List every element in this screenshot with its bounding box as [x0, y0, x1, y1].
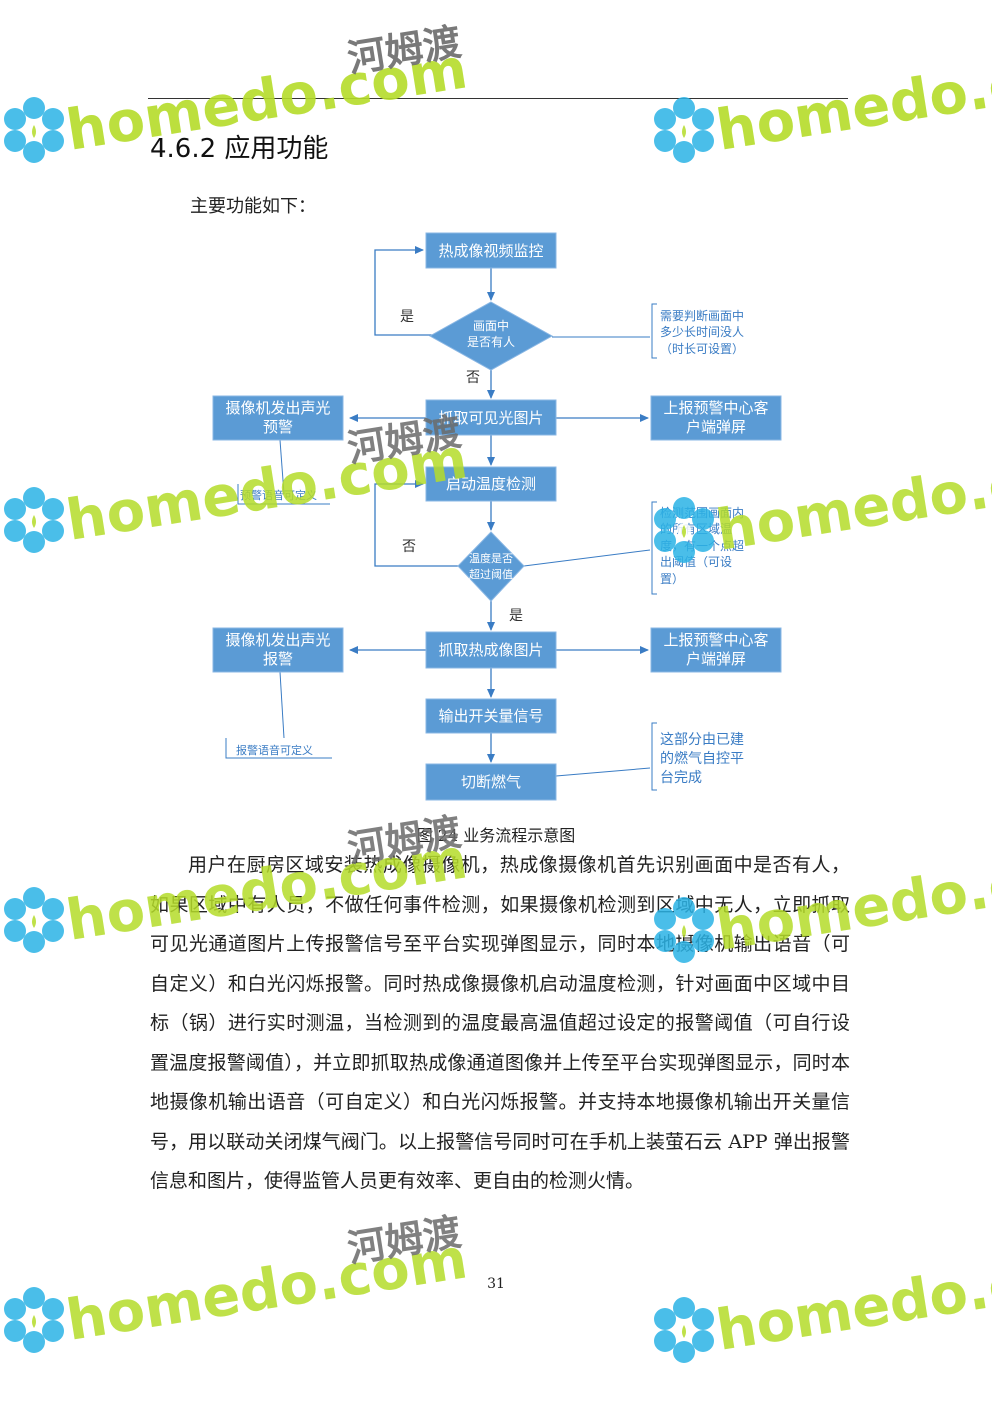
section-heading: 4.6.2 应用功能 — [150, 134, 329, 164]
node-report-center-1-line2: 户端弹屏 — [686, 418, 746, 436]
node-camera-warning-line1: 摄像机发出声光 — [225, 399, 330, 417]
body-paragraph-text: 用户在厨房区域安装热成像摄像机，热成像摄像机首先识别画面中是否有人，如果区域中有… — [150, 854, 850, 1192]
node-switch-signal: 输出开关量信号 — [438, 707, 543, 725]
note-region-line1: 检测范围画面内 — [660, 505, 744, 520]
edge-no-loop — [374, 480, 461, 567]
node-cut-gas: 切断燃气 — [461, 773, 521, 791]
node-decision-temp-line1: 温度是否 — [469, 551, 513, 565]
header-rule — [148, 98, 848, 99]
node-decision-person-line2: 是否有人 — [467, 335, 515, 349]
node-capture-visible: 抓取可见光图片 — [438, 409, 543, 427]
node-thermal-monitor: 热成像视频监控 — [438, 242, 543, 260]
note-gas-line3: 台完成 — [660, 770, 702, 786]
intro-text: 主要功能如下： — [190, 196, 316, 217]
svg-text:河姆渡: 河姆渡 — [345, 1210, 464, 1271]
node-camera-alarm-line1: 摄像机发出声光 — [225, 631, 330, 649]
note-region-line5: 置） — [660, 572, 684, 586]
figure-caption: 图 24 业务流程示意图 — [416, 826, 576, 845]
note-region-line4: 出阈值（可设 — [660, 554, 732, 569]
node-camera-alarm-line2: 报警 — [263, 650, 293, 668]
page-number: 31 — [487, 1276, 505, 1292]
note-time-line2: 多少长时间没人 — [660, 324, 744, 339]
watermark-flower-icon: homedo.com — [654, 1236, 992, 1364]
node-capture-thermal: 抓取热成像图片 — [438, 641, 543, 659]
node-report-center-1-line1: 上报预警中心客 — [663, 399, 768, 417]
svg-text:homedo.com: homedo.com — [712, 1236, 992, 1363]
node-temp-detect: 启动温度检测 — [446, 475, 536, 493]
note-time-line1: 需要判断画面中 — [660, 308, 744, 323]
note-region-line2: 的所有区域温 — [660, 521, 732, 536]
node-camera-warning-line2: 预警 — [263, 418, 293, 436]
note-gas-line1: 这部分由已建 — [660, 731, 744, 748]
node-report-center-2-line1: 上报预警中心客 — [663, 631, 768, 649]
node-decision-person-line1: 画面中 — [473, 318, 509, 333]
body-paragraph: 用户在厨房区域安装热成像摄像机，热成像摄像机首先识别画面中是否有人，如果区域中有… — [150, 846, 850, 1202]
node-report-center-2-line2: 户端弹屏 — [686, 650, 746, 668]
watermark-8: homedo.com — [650, 1230, 992, 1374]
note-gas-line2: 的燃气自控平 — [660, 750, 744, 767]
note-voice-2: 报警语音可定义 — [236, 743, 313, 757]
edge-label-no-1: 否 — [466, 370, 480, 386]
note-region-line3: 度，有一个点超 — [660, 538, 744, 553]
node-decision-temp-line2: 超过阈值 — [469, 567, 513, 581]
note-time-line3: （时长可设置） — [660, 342, 744, 356]
edge-label-no-2: 否 — [402, 539, 416, 555]
edge-yes-loop — [374, 246, 433, 336]
edge-label-yes-1: 是 — [400, 309, 414, 325]
edge-label-yes-2: 是 — [509, 608, 523, 624]
business-flowchart: 热成像视频监控 画面中 是否有人 抓取可见光图片 摄像机发出声光 预警 上报预警… — [212, 232, 782, 801]
note-voice-1: 预警语音可定义 — [240, 488, 317, 502]
